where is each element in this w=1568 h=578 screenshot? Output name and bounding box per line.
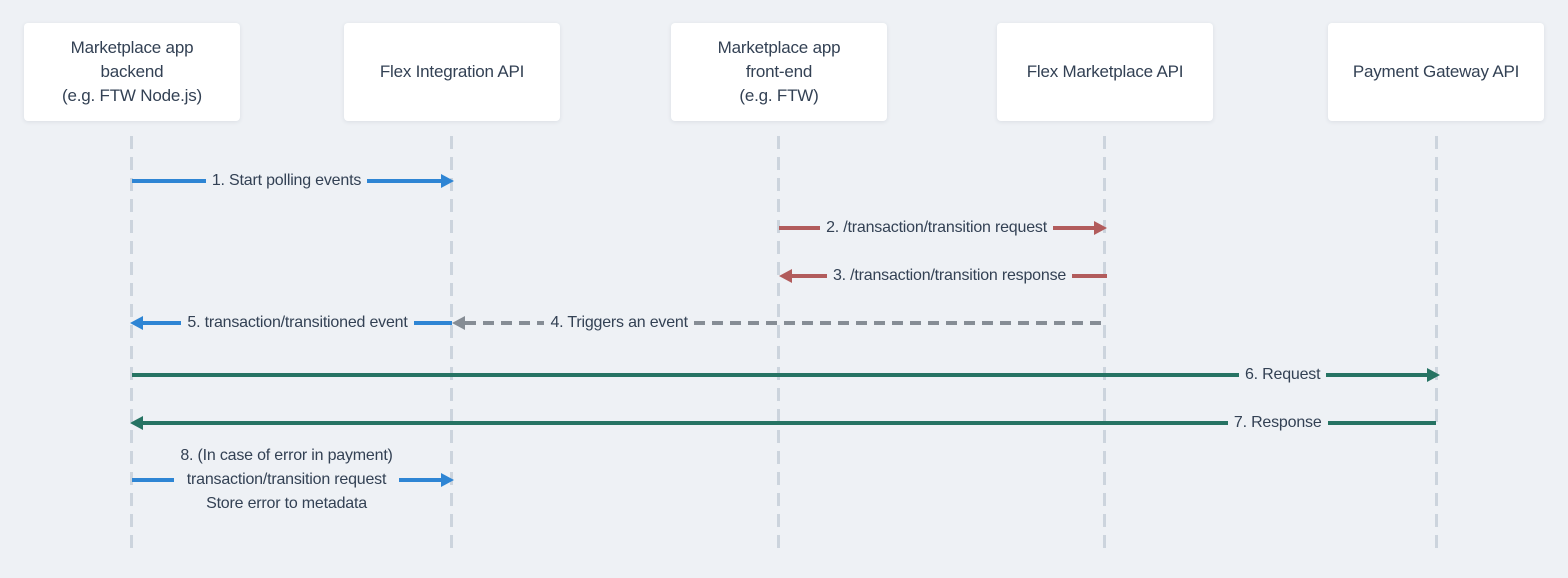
message-1-start-polling: 1. Start polling events: [132, 169, 454, 193]
message-line-segment: [143, 321, 182, 325]
message-8-error-transition-request: 8. (In case of error in payment) transac…: [132, 444, 455, 516]
message-line-segment: [792, 274, 827, 278]
message-line-segment: [132, 478, 175, 482]
message-line-segment: [398, 478, 442, 482]
message-label: 3. /transaction/transition response: [832, 267, 1067, 284]
participant-box-integration: Flex Integration API: [344, 23, 560, 121]
message-7-response: 7. Response: [130, 411, 1436, 435]
message-line-segment: [1052, 226, 1095, 230]
message-4-triggers-event: 4. Triggers an event: [452, 311, 1107, 335]
message-line-segment: [1327, 421, 1436, 425]
message-2-transition-request: 2. /transaction/transition request: [779, 216, 1108, 240]
message-label: 2. /transaction/transition request: [826, 219, 1047, 236]
message-line-segment: [1326, 373, 1427, 377]
participant-box-backend: Marketplace app backend (e.g. FTW Node.j…: [24, 23, 240, 121]
message-line-segment: [693, 321, 1107, 325]
arrowhead-left-icon: [452, 316, 465, 330]
participant-box-marketplace: Flex Marketplace API: [997, 23, 1213, 121]
lifeline-integration: [450, 136, 453, 550]
message-3-transition-response: 3. /transaction/transition response: [779, 264, 1108, 288]
message-line-segment: [132, 179, 206, 183]
message-6-request: 6. Request: [132, 363, 1440, 387]
message-label: 6. Request: [1244, 366, 1321, 383]
arrowhead-left-icon: [130, 416, 143, 430]
message-line-segment: [1072, 274, 1108, 278]
arrowhead-right-icon: [441, 473, 455, 487]
arrowhead-left-icon: [130, 316, 143, 330]
message-label: 1. Start polling events: [211, 172, 362, 189]
arrowhead-right-icon: [1094, 221, 1108, 235]
lifeline-gateway: [1435, 136, 1438, 550]
arrowhead-left-icon: [779, 269, 792, 283]
lifeline-backend: [130, 136, 133, 550]
participant-box-gateway: Payment Gateway API: [1328, 23, 1544, 121]
message-label: 4. Triggers an event: [550, 314, 688, 331]
arrowhead-right-icon: [1427, 368, 1440, 382]
message-line-segment: [132, 373, 1239, 377]
message-line-segment: [779, 226, 821, 230]
lifeline-frontend: [777, 136, 780, 550]
message-label: 5. transaction/transitioned event: [187, 314, 408, 331]
message-5-transitioned-event: 5. transaction/transitioned event: [130, 311, 452, 335]
message-line-segment: [413, 321, 452, 325]
arrowhead-right-icon: [441, 174, 454, 188]
message-line-segment: [143, 421, 1228, 425]
lifeline-marketplace: [1103, 136, 1106, 550]
participant-box-frontend: Marketplace app front-end (e.g. FTW): [671, 23, 887, 121]
message-line-segment: [367, 179, 441, 183]
message-label: 7. Response: [1233, 414, 1322, 431]
message-line-segment: [465, 321, 545, 325]
message-label: 8. (In case of error in payment) transac…: [180, 447, 393, 512]
